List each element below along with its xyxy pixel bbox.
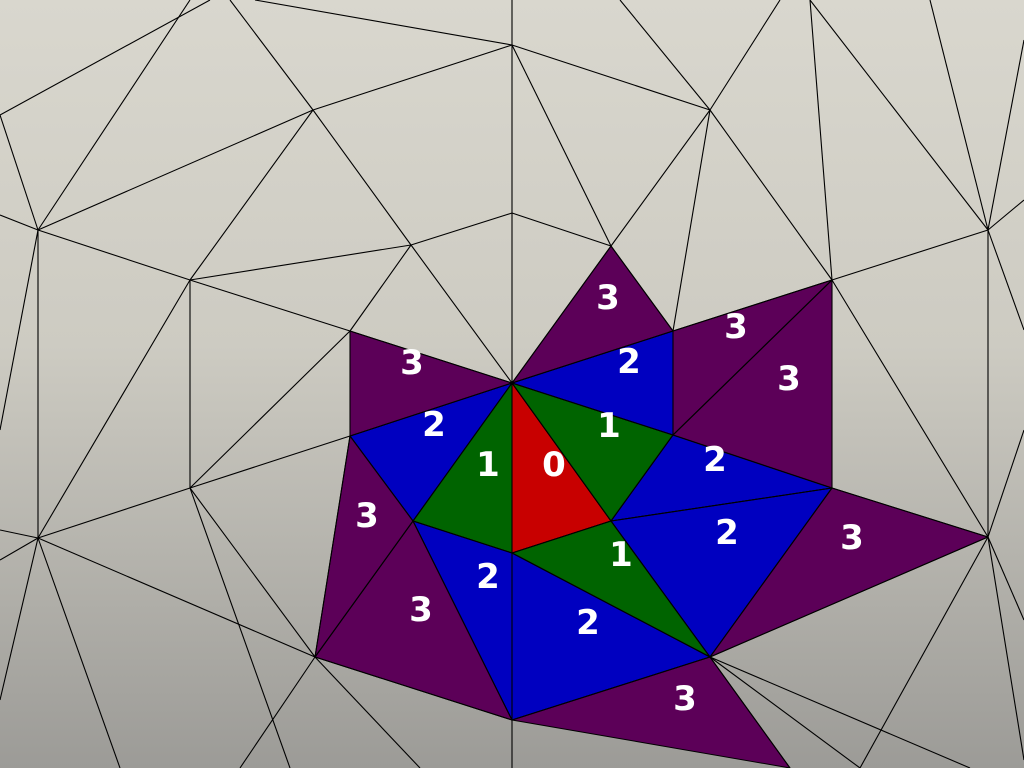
mesh-edge xyxy=(37,537,121,768)
label-level-2-right: 2 xyxy=(703,440,727,480)
mesh-edge xyxy=(511,382,674,436)
label-level-3-bottom: 3 xyxy=(673,679,697,719)
mesh-edge xyxy=(809,0,989,231)
mesh-edge xyxy=(610,434,674,522)
mesh-edge xyxy=(672,279,833,436)
mesh-edge xyxy=(0,0,211,116)
mesh-edge xyxy=(831,229,989,281)
mesh-edge xyxy=(610,487,833,522)
mesh-edge xyxy=(189,109,314,281)
mesh-edge xyxy=(709,656,791,768)
mesh-edge xyxy=(312,109,412,246)
mesh-edge xyxy=(709,656,861,768)
mesh-edge xyxy=(412,382,513,522)
mesh-edge xyxy=(0,229,39,431)
mesh-edge xyxy=(987,199,1024,231)
mesh-edge xyxy=(511,330,674,384)
mesh-edge xyxy=(619,0,711,111)
mesh-edge xyxy=(410,244,513,384)
label-level-2-upper-left: 2 xyxy=(422,405,446,445)
mesh-edge xyxy=(0,537,39,701)
mesh-edge xyxy=(189,487,316,658)
mesh-edge xyxy=(511,520,612,554)
mesh-edge xyxy=(709,536,989,658)
mesh-edge xyxy=(610,520,711,658)
label-level-3-far-right: 3 xyxy=(840,518,864,558)
mesh-edge xyxy=(859,536,989,768)
mesh-edge xyxy=(412,520,513,554)
mesh-edge xyxy=(189,244,412,281)
label-level-1-top: 1 xyxy=(597,406,621,446)
label-level-0: 0 xyxy=(542,445,566,485)
mesh-edge xyxy=(987,229,1024,331)
mesh-edge xyxy=(709,0,781,111)
label-level-3-upper-left: 3 xyxy=(400,343,424,383)
mesh-edge xyxy=(511,212,612,247)
mesh-edge xyxy=(37,537,316,658)
mesh-edge xyxy=(314,656,513,721)
mesh-edge xyxy=(0,537,39,561)
label-level-3-left: 3 xyxy=(355,496,379,536)
mesh-edge xyxy=(314,656,421,768)
mesh-edge xyxy=(0,529,39,539)
label-level-3-lower-left: 3 xyxy=(409,590,433,630)
mesh-edge xyxy=(987,39,1024,231)
mesh-edge xyxy=(709,109,833,281)
mesh-edge xyxy=(349,244,412,332)
label-level-2-lower-right: 2 xyxy=(715,513,739,553)
mesh-edge xyxy=(511,44,711,111)
mesh-edge xyxy=(349,382,513,437)
mesh-edge xyxy=(239,656,316,768)
mesh-edge xyxy=(672,434,833,489)
mesh-edge xyxy=(314,520,414,658)
mesh-edge xyxy=(511,552,711,658)
mesh-edge xyxy=(672,279,833,332)
mesh-edge xyxy=(987,536,1024,621)
label-level-3-top: 3 xyxy=(596,278,620,318)
mesh-edge xyxy=(37,0,191,231)
mesh-edge xyxy=(254,0,513,46)
mesh-edge xyxy=(511,245,612,384)
mesh-edge xyxy=(314,435,351,658)
mesh-edge xyxy=(0,114,39,231)
mesh-edge xyxy=(511,382,612,522)
mesh-edge xyxy=(987,429,1024,538)
mesh-edge xyxy=(672,109,711,332)
mesh-edge xyxy=(412,520,513,721)
mesh-edge xyxy=(349,435,414,522)
mesh-edge xyxy=(37,279,191,539)
label-level-3-upper-right: 3 xyxy=(724,307,748,347)
mesh-edge xyxy=(511,44,612,247)
mesh-edge xyxy=(189,330,351,489)
mesh-edge xyxy=(610,109,711,247)
mesh-edge xyxy=(511,656,711,721)
label-level-3-right: 3 xyxy=(777,359,801,399)
mesh-edge xyxy=(189,435,351,489)
label-level-2-lower-left: 2 xyxy=(476,557,500,597)
mesh-edge xyxy=(410,212,513,246)
mesh-edge xyxy=(37,109,314,231)
label-level-1-left: 1 xyxy=(476,445,500,485)
mesh-edge xyxy=(189,279,351,332)
label-level-2-top: 2 xyxy=(617,342,641,382)
mesh-edge xyxy=(349,330,513,384)
mesh-edge xyxy=(831,487,989,538)
label-level-2-bottom: 2 xyxy=(576,603,600,643)
label-level-1-bottom: 1 xyxy=(609,535,633,575)
mesh-edge xyxy=(312,44,513,111)
mesh-edge xyxy=(189,487,291,768)
mesh-edge xyxy=(987,536,1024,761)
mesh-edge xyxy=(709,487,833,658)
mesh-edge xyxy=(610,245,674,332)
mesh-edge xyxy=(809,0,833,281)
mesh-edge xyxy=(229,0,314,111)
mesh-edge xyxy=(0,214,39,231)
mesh-edge xyxy=(37,487,191,539)
mesh-edge xyxy=(709,656,971,768)
mesh-edge xyxy=(929,0,989,231)
mesh-edge xyxy=(37,229,191,281)
mesh-edge xyxy=(831,279,989,538)
